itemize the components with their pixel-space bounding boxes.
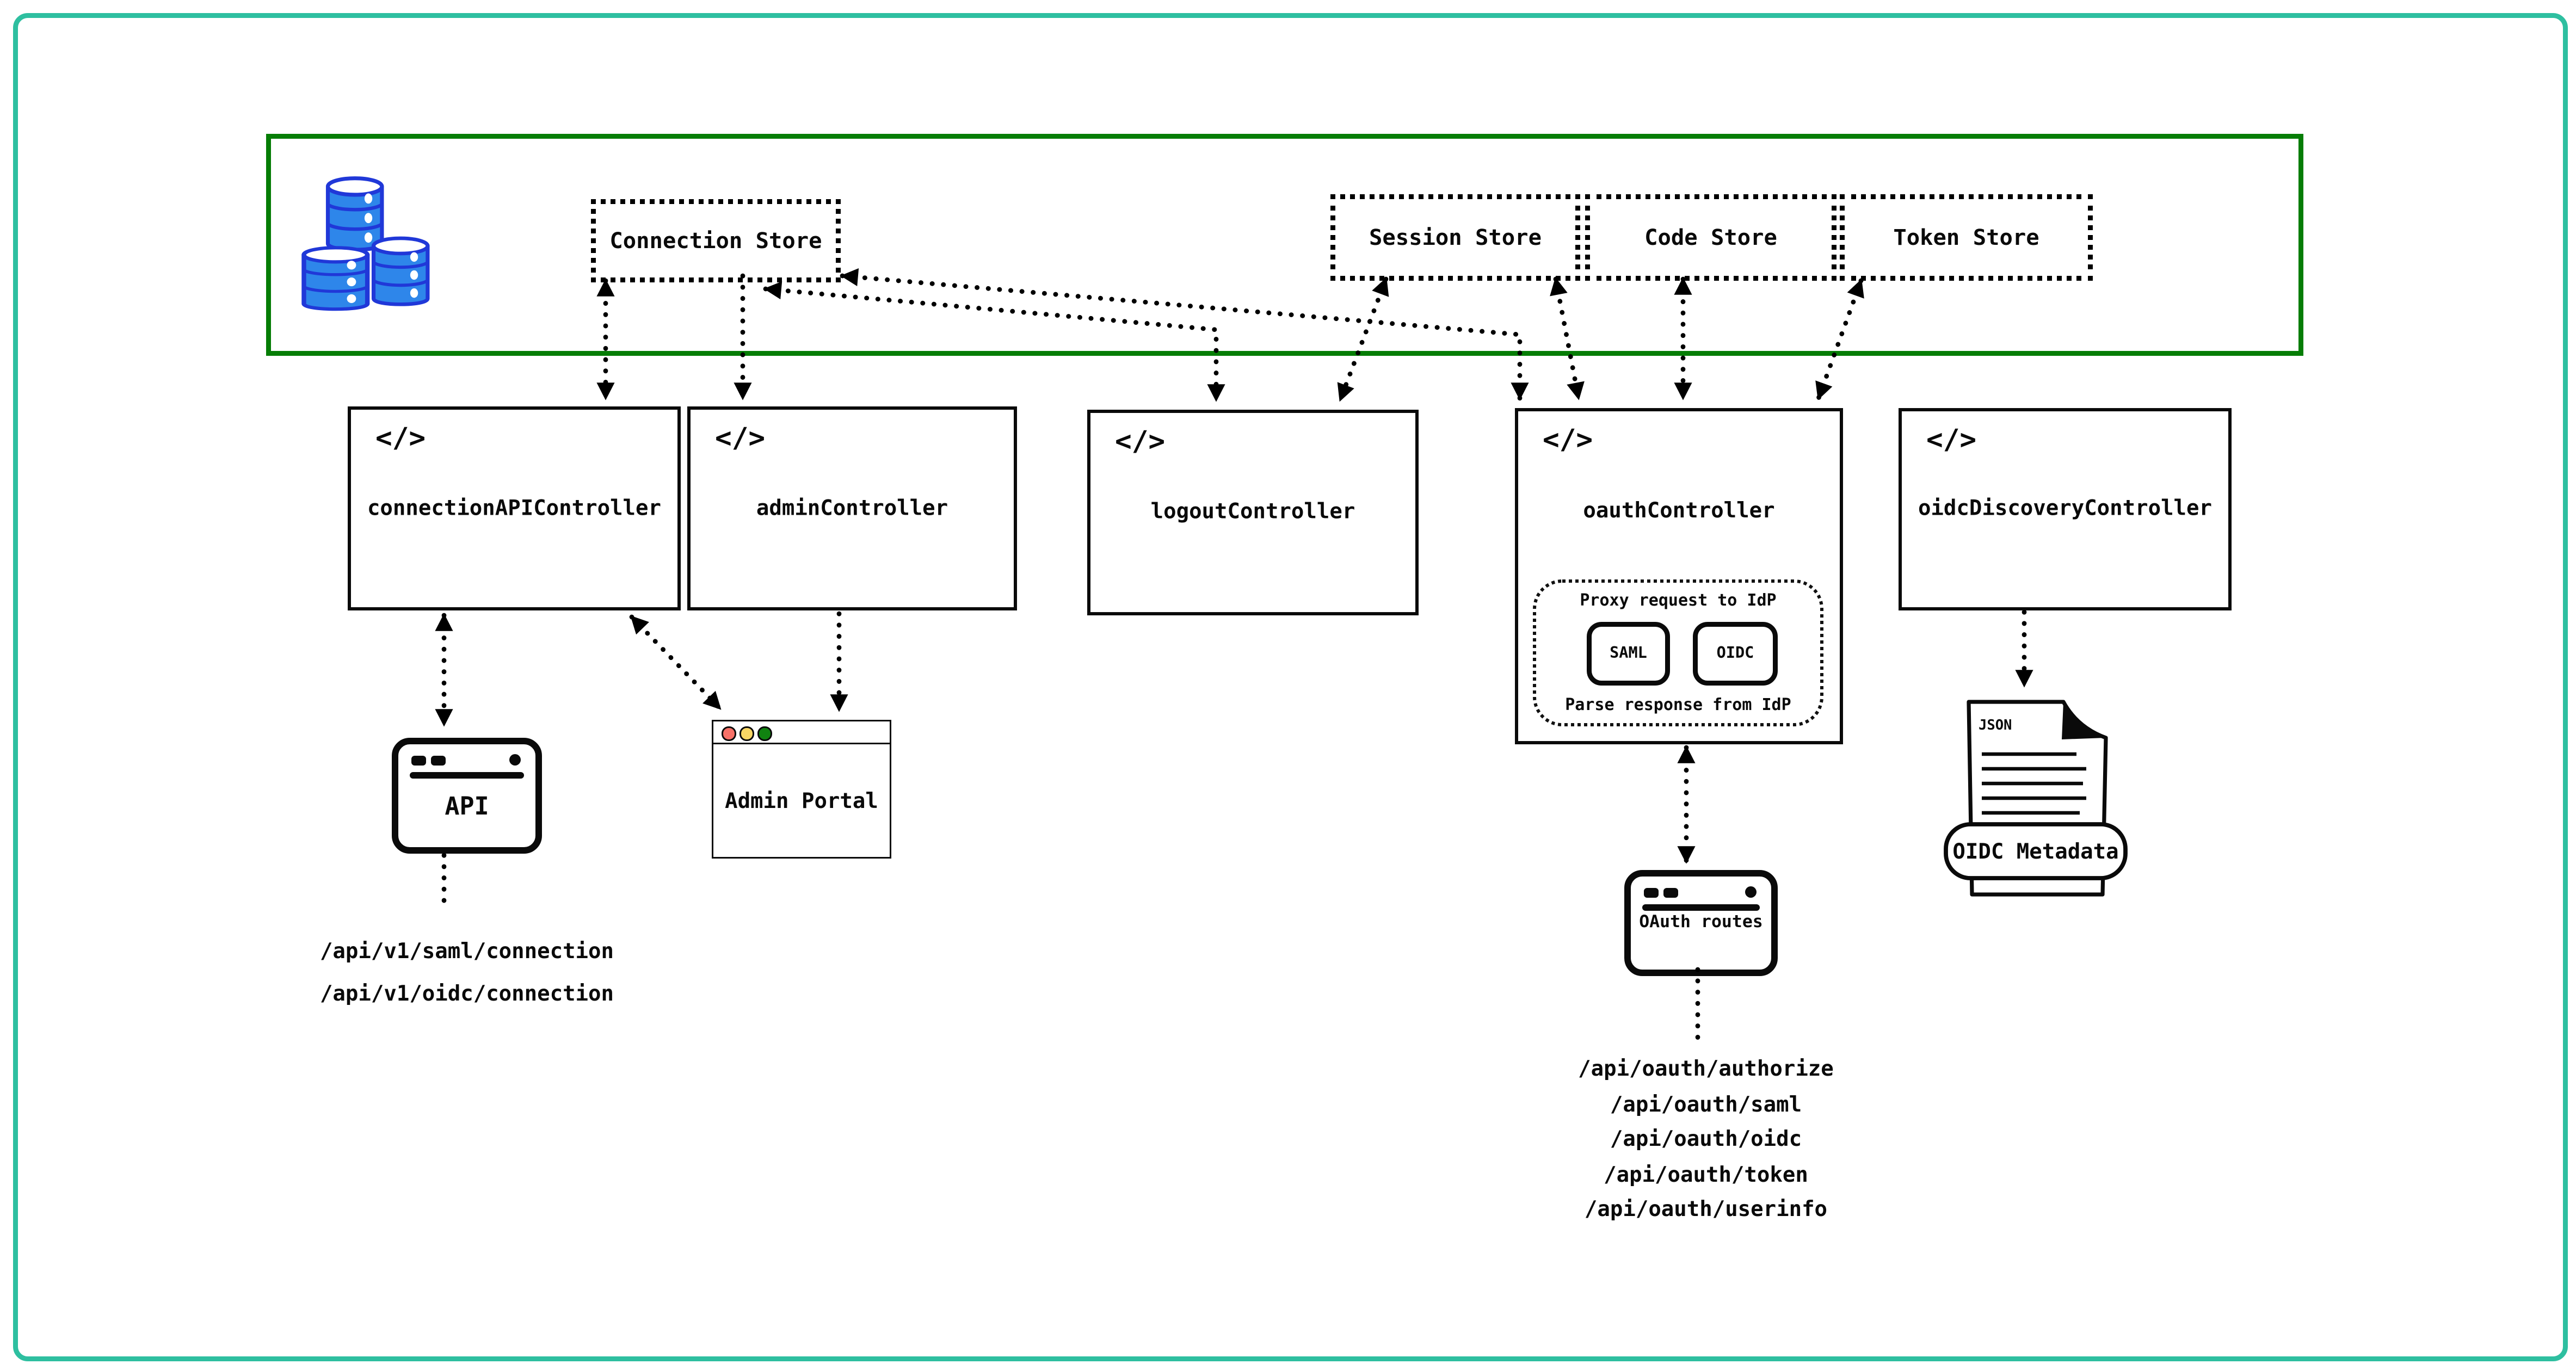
store-connection-label: Connection Store — [609, 227, 822, 254]
browser-dot-icon — [509, 754, 521, 766]
admin-portal-window: Admin Portal — [712, 720, 891, 859]
window-titlebar — [713, 721, 890, 744]
saml-chip-label: SAML — [1610, 645, 1647, 663]
minimize-traffic-light-icon — [739, 726, 754, 740]
maximize-traffic-light-icon — [757, 726, 772, 740]
oauth-route-item: /api/oauth/oidc — [1610, 1128, 1802, 1152]
browser-tab-icon — [431, 756, 446, 766]
oauth-routes-label: OAuth routes — [1639, 912, 1763, 932]
controller-admin-label: adminController — [756, 496, 948, 521]
browser-dot-icon — [1745, 886, 1757, 898]
controller-oauth-label: oauthController — [1583, 499, 1775, 524]
code-icon: </> — [1926, 424, 1977, 457]
oauth-routes-icon: OAuth routes — [1624, 870, 1778, 976]
admin-portal-label: Admin Portal — [725, 790, 878, 814]
controller-admin: </> adminController — [687, 406, 1017, 610]
canvas-frame — [13, 13, 2568, 1361]
oidc-metadata-label: OIDC Metadata — [1952, 840, 2118, 864]
api-client-icon: API — [392, 738, 542, 854]
idp-proxy-box: Proxy request to IdP SAML OIDC Parse res… — [1533, 579, 1823, 726]
browser-bar-icon — [410, 772, 524, 778]
store-session-label: Session Store — [1369, 224, 1542, 251]
json-tag: JSON — [1979, 717, 2012, 733]
oidc-chip: OIDC — [1693, 622, 1778, 686]
controller-logout: </> logoutController — [1087, 410, 1419, 615]
controller-connection-api-label: connectionAPIController — [367, 496, 661, 521]
controller-oauth: </> oauthController Proxy request to IdP… — [1515, 408, 1843, 744]
store-token-label: Token Store — [1893, 224, 2039, 251]
code-icon: </> — [1543, 424, 1593, 457]
oauth-route-item: /api/oauth/saml — [1610, 1093, 1802, 1118]
api-route-item: /api/v1/oidc/connection — [319, 983, 614, 1007]
browser-bar-icon — [1642, 904, 1760, 910]
store-session: Session Store — [1330, 194, 1580, 281]
store-code-label: Code Store — [1644, 224, 1777, 251]
oauth-route-item: /api/oauth/userinfo — [1584, 1198, 1828, 1223]
api-routes-list: /api/v1/saml/connection /api/v1/oidc/con… — [255, 932, 679, 1017]
oauth-route-item: /api/oauth/token — [1604, 1163, 1808, 1188]
browser-tab-icon — [411, 756, 426, 766]
oidc-chip-label: OIDC — [1716, 645, 1754, 663]
saml-chip: SAML — [1587, 622, 1670, 686]
oauth-routes-list: /api/oauth/authorize /api/oauth/saml /ap… — [1494, 1053, 1918, 1229]
store-token: Token Store — [1840, 194, 2093, 281]
controller-connection-api: </> connectionAPIController — [348, 406, 681, 610]
api-client-label: API — [445, 792, 489, 821]
idp-parse-response-label: Parse response from IdP — [1565, 697, 1791, 715]
close-traffic-light-icon — [722, 726, 736, 740]
browser-tab-icon — [1663, 888, 1678, 898]
controller-oidc-discovery-label: oidcDiscoveryController — [1918, 497, 2212, 522]
database-icon — [291, 163, 446, 323]
code-icon: </> — [715, 423, 766, 455]
idp-proxy-request-label: Proxy request to IdP — [1580, 593, 1777, 610]
browser-tab-icon — [1644, 888, 1659, 898]
code-icon: </> — [1115, 426, 1166, 459]
oauth-route-item: /api/oauth/authorize — [1578, 1058, 1834, 1082]
code-icon: </> — [375, 423, 426, 455]
controller-oidc-discovery: </> oidcDiscoveryController — [1899, 408, 2232, 610]
store-code: Code Store — [1585, 194, 1837, 281]
store-connection: Connection Store — [591, 199, 841, 282]
controller-logout-label: logoutController — [1150, 500, 1355, 525]
oidc-metadata-icon: JSON OIDC Metadata — [1944, 700, 2128, 897]
api-route-item: /api/v1/saml/connection — [319, 940, 614, 965]
